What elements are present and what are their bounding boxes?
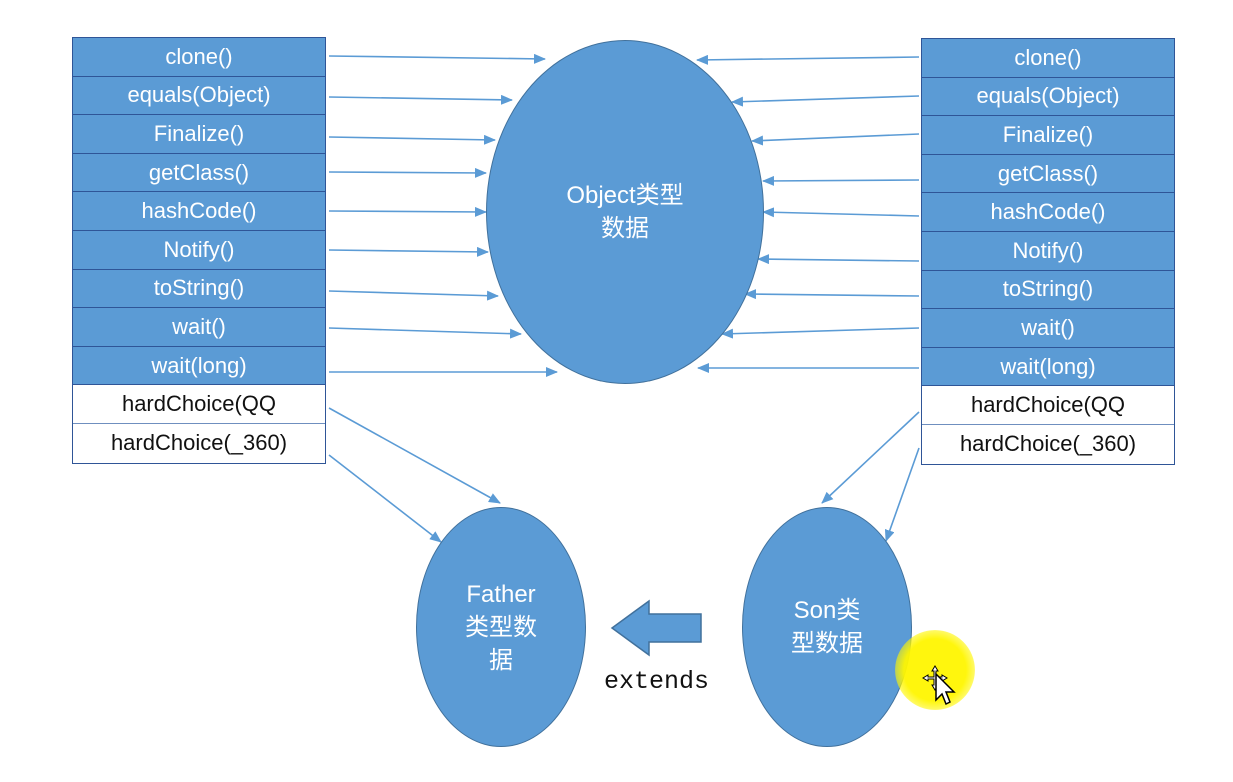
son-inherited-method-row: Finalize() bbox=[922, 116, 1174, 155]
connector-arrow bbox=[757, 254, 920, 265]
father-inherited-method-row: wait() bbox=[73, 308, 325, 347]
father-inherited-method-row: hashCode() bbox=[73, 192, 325, 231]
father-inherited-method-row: Notify() bbox=[73, 230, 325, 270]
son-inherited-method-row: Notify() bbox=[922, 231, 1174, 271]
father-data-node: Father 类型数 据 bbox=[416, 507, 586, 747]
connector-arrow bbox=[328, 53, 546, 64]
extends-label: extends bbox=[604, 667, 710, 696]
connector-arrow bbox=[328, 454, 442, 543]
son-inherited-method-row: clone() bbox=[922, 39, 1174, 78]
father-own-method-row: hardChoice(QQ bbox=[73, 385, 325, 424]
son-method-table: clone()equals(Object)Finalize()getClass(… bbox=[921, 38, 1175, 465]
son-node-line2: 型数据 bbox=[791, 630, 863, 657]
connector-arrow bbox=[328, 206, 487, 217]
son-inherited-method-row: equals(Object) bbox=[922, 77, 1174, 117]
object-node-line2: 数据 bbox=[601, 215, 649, 242]
son-inherited-method-row: wait(long) bbox=[922, 347, 1174, 387]
son-own-method-row: hardChoice(_360) bbox=[922, 424, 1174, 464]
son-inherited-method-row: hashCode() bbox=[922, 193, 1174, 232]
connector-arrow bbox=[328, 134, 496, 145]
father-node-line1: Father bbox=[466, 580, 536, 608]
father-inherited-method-row: wait(long) bbox=[73, 346, 325, 386]
father-method-table: clone()equals(Object)Finalize()getClass(… bbox=[72, 37, 326, 464]
father-inherited-method-row: toString() bbox=[73, 269, 325, 309]
son-data-node: Son类 型数据 bbox=[742, 507, 912, 747]
father-inherited-method-row: clone() bbox=[73, 38, 325, 77]
father-node-line3: 据 bbox=[489, 646, 513, 674]
connector-arrow bbox=[328, 94, 513, 105]
father-inherited-method-row: equals(Object) bbox=[73, 76, 325, 116]
connector-arrow bbox=[744, 289, 920, 300]
connector-arrow bbox=[762, 207, 920, 218]
move-cursor-icon bbox=[922, 665, 956, 706]
object-node-line1: Object类型 bbox=[566, 182, 684, 209]
father-node-line2: 类型数 bbox=[465, 613, 537, 641]
connector-arrow bbox=[762, 175, 920, 186]
father-inherited-method-row: Finalize() bbox=[73, 115, 325, 154]
object-data-node: Object类型 数据 bbox=[486, 40, 764, 384]
connector-arrow bbox=[751, 133, 920, 146]
connector-arrow bbox=[821, 411, 920, 504]
connector-arrow bbox=[696, 54, 920, 65]
connector-arrow bbox=[328, 327, 522, 339]
connector-arrow bbox=[328, 407, 501, 504]
extends-arrow bbox=[610, 599, 702, 657]
father-own-method-row: hardChoice(_360) bbox=[73, 423, 325, 463]
connector-arrow bbox=[328, 290, 499, 301]
son-inherited-method-row: toString() bbox=[922, 270, 1174, 310]
connector-arrow bbox=[328, 167, 487, 178]
father-inherited-method-row: getClass() bbox=[73, 153, 325, 193]
connector-arrow bbox=[731, 95, 920, 107]
connector-arrow bbox=[721, 327, 920, 339]
connector-arrow bbox=[328, 246, 489, 257]
son-inherited-method-row: getClass() bbox=[922, 154, 1174, 194]
son-node-line1: Son类 bbox=[793, 597, 861, 624]
son-inherited-method-row: wait() bbox=[922, 309, 1174, 348]
connector-arrow bbox=[884, 447, 920, 542]
son-own-method-row: hardChoice(QQ bbox=[922, 386, 1174, 425]
